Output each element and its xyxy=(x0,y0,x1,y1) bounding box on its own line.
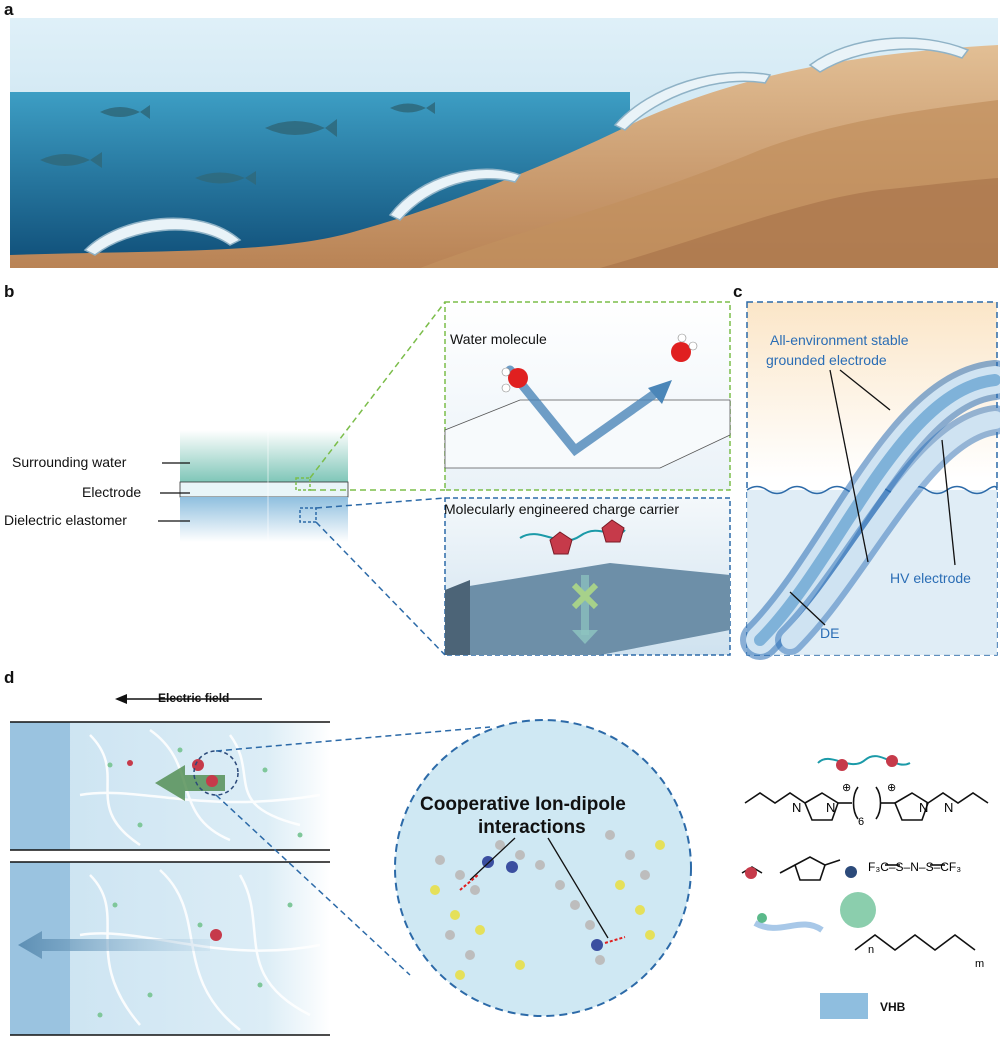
svg-text:⊕: ⊕ xyxy=(887,782,896,794)
robot-3 xyxy=(613,71,772,131)
label-vhb: VHB xyxy=(880,1000,906,1014)
svg-text:N: N xyxy=(944,800,953,815)
fish-4 xyxy=(390,102,435,114)
panel-d-diagrams: N ⊕ N N ⊕ N 6 F₃C–S–N–S–CF₃ n m xyxy=(10,694,989,1036)
subscript-m: m xyxy=(975,958,984,970)
label-dielectric-elastomer: Dielectric elastomer xyxy=(4,512,127,528)
panel-a-letter: a xyxy=(4,0,14,19)
svg-text:⊕: ⊕ xyxy=(842,782,851,794)
fish-1 xyxy=(40,152,102,168)
charge-carrier-left xyxy=(549,531,573,555)
robot-1 xyxy=(83,217,242,256)
water-molecule-right xyxy=(671,342,691,362)
blocked-x-icon xyxy=(571,582,599,610)
panel-b-letter: b xyxy=(4,282,15,301)
label-grounded-electrode-line1: All-environment stable xyxy=(770,332,909,348)
fish-3 xyxy=(265,119,337,137)
svg-text:N: N xyxy=(919,800,928,815)
label-grounded-electrode-line2: grounded electrode xyxy=(766,352,887,368)
subscript-n: n xyxy=(868,944,874,956)
subscript-six: 6 xyxy=(858,816,864,828)
svg-text:N: N xyxy=(826,800,835,815)
label-charge-carrier: Molecularly engineered charge carrier xyxy=(444,501,680,517)
label-cooperative-line1: Cooperative Ion-dipole xyxy=(420,794,626,815)
svg-text:N: N xyxy=(792,800,801,815)
label-water-molecule: Water molecule xyxy=(450,331,547,347)
label-electric-field: Electric field xyxy=(158,691,230,705)
panel-a-ocean-scene xyxy=(10,18,998,268)
label-electrode: Electrode xyxy=(82,484,142,500)
label-surrounding-water: Surrounding water xyxy=(12,454,127,470)
label-de: DE xyxy=(820,625,840,641)
label-hv-electrode: HV electrode xyxy=(890,570,971,586)
robot-4 xyxy=(808,37,970,73)
label-cooperative-line2: interactions xyxy=(478,817,586,838)
panel-b-layer-block xyxy=(158,301,1000,660)
robot-2 xyxy=(388,168,522,221)
fish-5 xyxy=(195,171,256,185)
panel-c-letter: c xyxy=(733,282,743,301)
water-molecule-left xyxy=(508,368,528,388)
svg-text:F₃C–S–N–S–CF₃: F₃C–S–N–S–CF₃ xyxy=(868,860,961,874)
fish-2 xyxy=(100,105,150,119)
charge-carrier-right xyxy=(601,519,625,543)
panel-d-letter: d xyxy=(4,668,15,687)
